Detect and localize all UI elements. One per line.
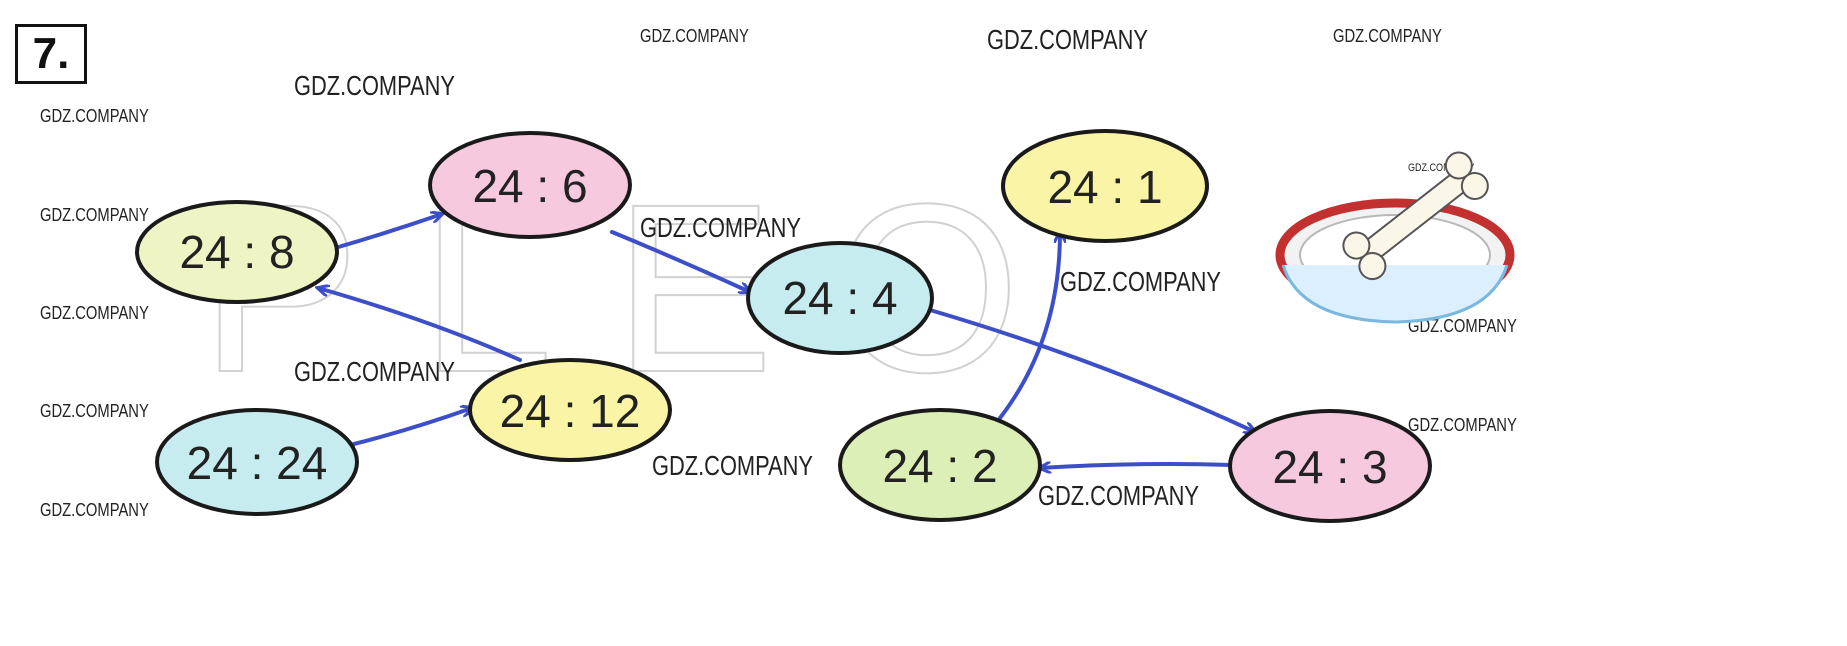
node-label: 24 : 8 [179, 226, 294, 278]
node-24-6: 24 : 6 [428, 131, 632, 239]
node-label: 24 : 1 [1047, 161, 1162, 213]
node-label: 24 : 2 [882, 440, 997, 492]
watermark-text: GDZ.COMPANY [640, 212, 801, 243]
watermark-text: GDZ.COMPANY [40, 500, 149, 520]
arrow-4-to-3 [928, 308, 1255, 432]
node-label: 24 : 12 [500, 385, 641, 437]
arrow-3-to-2 [1040, 464, 1234, 468]
watermark-text: GDZ.COMPANY [987, 24, 1148, 55]
arrow-8-to-6 [333, 214, 442, 250]
node-24-3: 24 : 3 [1228, 409, 1432, 523]
node-ellipse [135, 200, 339, 304]
watermark-text: GDZ.COMPANY [40, 303, 149, 323]
dog-bowl-with-bone-icon [1275, 151, 1515, 324]
node-ellipse [468, 358, 672, 462]
node-24-24: 24 : 24 [155, 408, 359, 516]
node-label: 24 : 3 [1272, 441, 1387, 493]
node-24-2: 24 : 2 [838, 408, 1042, 522]
node-ellipse [1228, 409, 1432, 523]
watermark-text: GDZ.COMPANY [652, 450, 813, 481]
node-label: 24 : 4 [782, 272, 897, 324]
node-24-12: 24 : 12 [468, 358, 672, 462]
watermark-text: GDZ.COMPANY [294, 356, 455, 387]
watermark-text: GDZ.COMPANY [1038, 480, 1199, 511]
node-label: 24 : 6 [472, 160, 587, 212]
arrow-24-to-12 [348, 408, 472, 447]
node-ellipse [1001, 129, 1209, 243]
arrows-group [318, 214, 1255, 468]
node-24-8: 24 : 8 [135, 200, 339, 304]
node-ellipse [746, 241, 934, 355]
node-ellipse [838, 408, 1042, 522]
watermark-text: GDZ.COMPANY [1333, 26, 1442, 46]
watermark-text: GDZ.COMPANY [40, 106, 149, 126]
arrow-2-to-1 [998, 232, 1060, 420]
exercise-number: 7. [15, 24, 87, 84]
arrow-6-to-4 [610, 230, 750, 292]
watermark-text: GDZ.COMPANY [1060, 266, 1221, 297]
watermark-text: GDZ.COMPANY [640, 26, 749, 46]
node-24-1: 24 : 1 [1001, 129, 1209, 243]
watermark-text: GDZ.COMPANY [294, 70, 455, 101]
watermark-text: GDZ.COMPANY [1408, 316, 1517, 336]
watermark-text: GDZ.COMPANY [1408, 415, 1517, 435]
node-24-4: 24 : 4 [746, 241, 934, 355]
node-ellipse [155, 408, 359, 516]
node-label: 24 : 24 [187, 437, 328, 489]
node-ellipse [428, 131, 632, 239]
arrow-12-to-8 [318, 288, 522, 362]
watermark-text: GDZ.COMPANY [40, 205, 149, 225]
watermark-text: GDZ.COMPANY [40, 401, 149, 421]
